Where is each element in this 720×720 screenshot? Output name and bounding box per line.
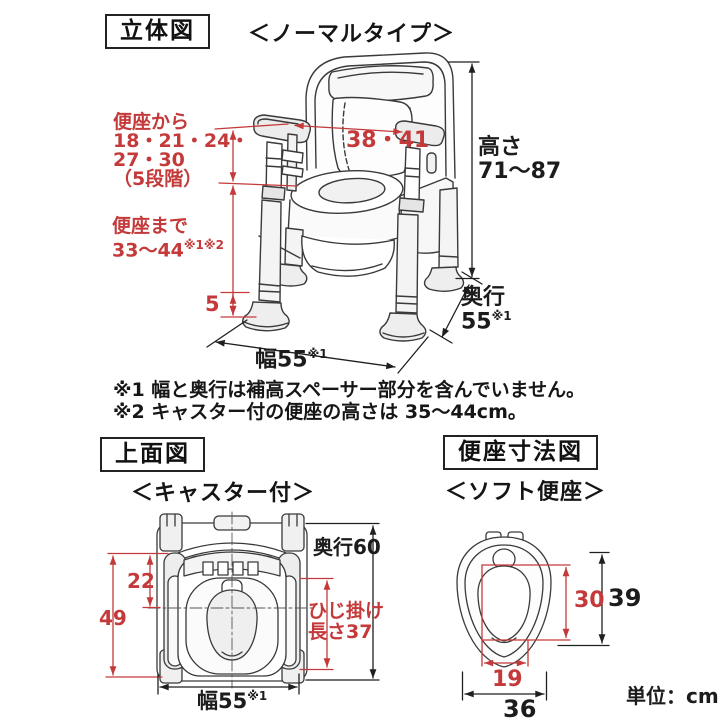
caster-tab xyxy=(159,513,183,552)
top-view-figure xyxy=(147,511,313,689)
seat-view-subtitle: ＜ソフト便座＞ xyxy=(445,480,607,505)
height-dim: 高さ 71〜87 xyxy=(478,136,561,184)
perspective-subtitle: ＜ノーマルタイプ＞ xyxy=(248,22,456,47)
seat-outer-width-dim: 36 xyxy=(503,695,537,720)
height-label: 高さ xyxy=(478,135,523,160)
seat-view-title: 便座寸法図 xyxy=(443,435,598,470)
seat-to-note: 便座まで 33〜44※1※2 xyxy=(112,217,224,260)
height-value: 71〜87 xyxy=(478,158,562,184)
seat-opening xyxy=(318,177,386,204)
depth-dim: 奥行 55※1 xyxy=(461,286,512,334)
seat-figure xyxy=(456,531,552,668)
top-armrest-dim: ひじ掛け 長さ37 xyxy=(308,601,384,642)
seat-dimensions-red xyxy=(481,564,571,667)
perspective-figure xyxy=(242,52,465,342)
seat-to-label: 便座まで xyxy=(112,215,189,237)
top-view-dimensions-red xyxy=(105,552,334,678)
perspective-dimensions-black xyxy=(206,61,483,374)
width-dim: 幅55※1 xyxy=(255,347,328,373)
depth-label: 奥行 xyxy=(461,285,506,310)
seat-inner-width-dim: 19 xyxy=(492,667,523,692)
seat-from-line2: 18・21・24・ xyxy=(113,130,250,152)
seat-from-line3: 27・30 xyxy=(113,149,185,171)
spacer-dim: 5 xyxy=(205,292,220,316)
depth-ref: ※1 xyxy=(491,308,512,323)
seat-from-note: 便座から 18・21・24・ 27・30 （5段階） xyxy=(113,113,249,189)
top-view-dimensions-black xyxy=(157,522,380,695)
top-view-subtitle: ＜キャスター付＞ xyxy=(131,481,316,506)
perspective-dimensions-red xyxy=(214,122,403,318)
top-armrest-line1: ひじ掛け xyxy=(308,600,385,622)
seat-opening-hole xyxy=(477,565,531,642)
armrest-span-dim: 38・41 xyxy=(346,128,430,153)
top-armrest-line2: 長さ37 xyxy=(308,620,373,643)
top-view-title: 上面図 xyxy=(100,437,205,472)
seat-to-value: 33〜44※1※2 xyxy=(112,238,224,262)
top-dim-49: 49 xyxy=(99,606,127,630)
right-armrest-pad xyxy=(394,120,446,147)
top-width-ref: ※1 xyxy=(247,689,268,703)
footnote-2: ※2 キャスター付の便座の高さは 35〜44cm。 xyxy=(113,401,527,423)
footnote-1: ※1 幅と奥行は補高スペーサー部分を含んでいません。 xyxy=(113,379,586,401)
front-right-leg xyxy=(395,213,419,314)
front-left-leg xyxy=(258,199,282,303)
seat-outer-depth-dim: 39 xyxy=(608,584,642,612)
top-depth-dim: 奥行60 xyxy=(313,535,381,559)
seat-to-refs: ※1※2 xyxy=(183,238,224,252)
depth-value: 55※1 xyxy=(461,308,512,335)
seat-from-line1: 便座から xyxy=(113,111,190,133)
backrest-pad xyxy=(328,65,434,102)
perspective-title: 立体図 xyxy=(105,14,210,49)
bucket xyxy=(301,235,395,277)
seat-inner-depth-dim: 30 xyxy=(574,588,605,613)
rear-right-leg xyxy=(438,187,459,269)
seat-from-line4: （5段階） xyxy=(113,168,203,190)
seat-dimensions-black xyxy=(461,551,610,701)
caster-tab xyxy=(281,513,305,552)
top-dim-22: 22 xyxy=(127,569,155,593)
unit-label: 単位：cm xyxy=(626,684,719,708)
width-ref: ※1 xyxy=(307,347,328,361)
top-width-dim: 幅55※1 xyxy=(197,689,268,713)
